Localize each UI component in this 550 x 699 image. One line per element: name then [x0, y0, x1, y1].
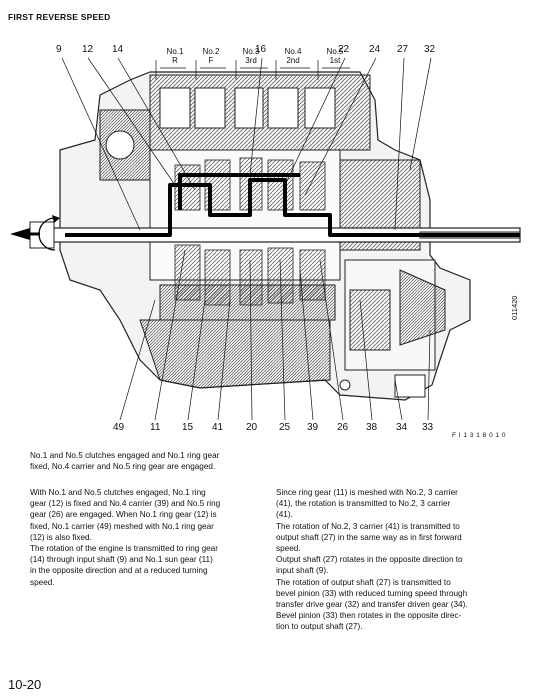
- text-line: With No.1 and No.5 clutches engaged, No.…: [30, 488, 206, 497]
- text-line: (14) through input shaft (9) and No.1 su…: [30, 555, 213, 565]
- page-number: 10-20: [8, 677, 42, 692]
- callout-25: 25: [279, 422, 291, 433]
- text-line: (41), the rotation is transmitted to No.…: [276, 499, 451, 509]
- page-title: FIRST REVERSE SPEED: [8, 12, 111, 22]
- transmission-diagram: [10, 57, 521, 421]
- text-line: The rotation of No.2, 3 carrier (41) is …: [276, 521, 460, 531]
- text-line: speed.: [30, 577, 55, 587]
- callout-49: 49: [113, 422, 125, 433]
- caption-line: No.1 and No.5 clutches engaged and No.1 …: [30, 451, 220, 460]
- callout-34: 34: [396, 422, 408, 433]
- text-line: (12) is also fixed.: [30, 532, 92, 542]
- text-line: The rotation of output shaft (27) is tra…: [276, 577, 451, 587]
- figure-code: F I 1 3 1 8 0 1 0: [452, 432, 507, 439]
- text-line: speed.: [276, 544, 301, 554]
- text-line: fixed, No.1 carrier (49) meshed with No.…: [30, 521, 214, 531]
- text-line: tion to output shaft (27).: [276, 622, 363, 632]
- text-line: input shaft (9).: [276, 566, 329, 576]
- caption: No.1 and No.5 clutches engaged and No.1 …: [30, 450, 270, 472]
- callout-16: 16: [255, 44, 267, 55]
- right-column: Since ring gear (11) is meshed with No.2…: [276, 487, 526, 633]
- text-line: Output shaft (27) rotates in the opposit…: [276, 555, 463, 565]
- clutch-label-no2: No.2 F: [202, 47, 220, 65]
- caption-line: fixed, No.4 carrier and No.5 ring gear a…: [30, 462, 216, 472]
- text-line: Since ring gear (11) is meshed with No.2…: [276, 488, 458, 497]
- callout-24: 24: [369, 44, 381, 55]
- clutch-label-no3: No.3 3rd: [242, 47, 260, 65]
- text-line: bevel pinion (33) with reduced turning s…: [276, 588, 468, 598]
- text-line: transfer drive gear (32) and transfer dr…: [276, 600, 468, 610]
- callout-27: 27: [397, 44, 409, 55]
- clutch-label-no5: No.5 1st: [326, 47, 344, 65]
- callout-12: 12: [82, 44, 94, 55]
- side-code: 011420: [510, 295, 519, 320]
- text-line: in the opposite direction and at a reduc…: [30, 566, 208, 576]
- text-line: The rotation of the engine is transmitte…: [30, 544, 218, 554]
- callout-26: 26: [337, 422, 349, 433]
- callout-20: 20: [246, 422, 258, 433]
- callout-39: 39: [307, 422, 319, 433]
- left-column: With No.1 and No.5 clutches engaged, No.…: [30, 487, 270, 588]
- callout-38: 38: [366, 422, 378, 433]
- callout-14: 14: [112, 44, 124, 55]
- callout-33: 33: [422, 422, 434, 433]
- callout-22: 22: [338, 44, 350, 55]
- callout-32: 32: [424, 44, 436, 55]
- callout-15: 15: [182, 422, 194, 433]
- callout-11: 11: [150, 422, 161, 433]
- text-line: (41).: [276, 510, 293, 520]
- text-line: gear (26) are engaged. When No.1 ring ge…: [30, 510, 217, 520]
- callout-41: 41: [212, 422, 224, 433]
- callout-9: 9: [56, 44, 62, 55]
- text-line: Bevel pinion (33) then rotates in the op…: [276, 611, 462, 621]
- text-line: gear (12) is fixed and No.4 carrier (39)…: [30, 499, 221, 509]
- clutch-label-no1: No.1 R: [166, 47, 184, 65]
- transmission-cross-section: [10, 57, 521, 421]
- clutch-label-no4: No.4 2nd: [284, 47, 302, 65]
- text-line: output shaft (27) in the same way as in …: [276, 532, 462, 542]
